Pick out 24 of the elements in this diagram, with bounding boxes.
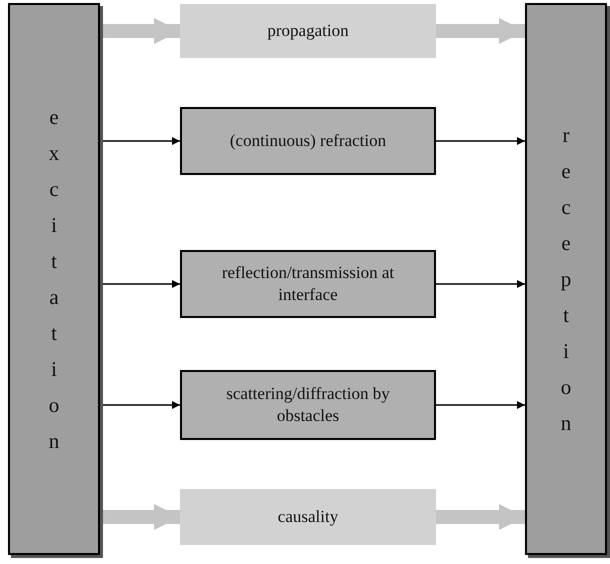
arrow <box>100 137 180 145</box>
vertical-label: excitation <box>48 104 60 455</box>
arrow <box>436 137 525 145</box>
process-box <box>180 4 436 58</box>
arrow <box>100 18 180 44</box>
arrow <box>436 18 525 44</box>
box-label: scattering/diffraction by obstacles <box>225 383 391 427</box>
box-label: causality <box>276 506 340 528</box>
box-label: propagation <box>266 20 350 42</box>
process-box <box>180 107 436 175</box>
arrow <box>100 401 180 409</box>
vertical-label: reception <box>560 122 572 437</box>
box-label: reflection/transmission at interface <box>220 262 396 306</box>
arrow <box>436 401 525 409</box>
process-box <box>180 370 436 440</box>
process-box <box>180 250 436 318</box>
box-label: (continuous) refraction <box>228 130 388 152</box>
arrow <box>100 504 180 530</box>
arrow <box>100 280 180 288</box>
process-box <box>180 489 436 545</box>
arrow <box>436 504 525 530</box>
arrow <box>436 280 525 288</box>
tall-bar <box>8 3 100 555</box>
tall-bar <box>525 3 607 555</box>
